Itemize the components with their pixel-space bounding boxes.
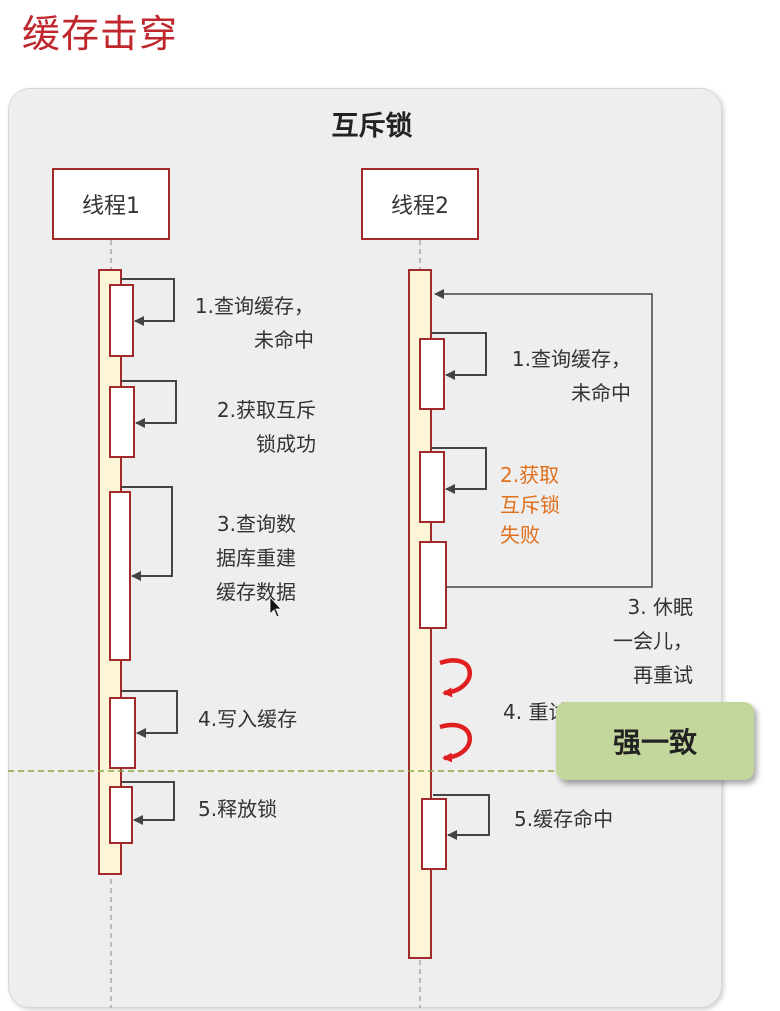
t1-step5-arrow bbox=[121, 781, 175, 825]
t2-retry-loop-arrow bbox=[434, 289, 653, 588]
t1-step4-label: 4.写入缓存 bbox=[198, 707, 298, 731]
t1-step2-label: 2.获取互斥锁成功 bbox=[216, 398, 316, 456]
t1-step2-arrow bbox=[121, 380, 177, 428]
t1-step3-label: 3.查询数据库重建缓存数据 bbox=[216, 512, 296, 604]
t2-step5-arrow bbox=[433, 794, 490, 840]
t2-step1-box bbox=[419, 338, 445, 410]
t2-step2-box bbox=[419, 451, 445, 523]
actor-thread-2: 线程2 bbox=[361, 168, 479, 240]
t1-step3-arrow bbox=[121, 486, 173, 581]
t1-step1-label: 1.查询缓存，未命中 bbox=[194, 294, 314, 352]
t1-step4-box bbox=[109, 697, 136, 769]
diagram-title: 互斥锁 bbox=[331, 111, 413, 142]
t1-step4-arrow bbox=[121, 690, 178, 738]
mouse-cursor-icon bbox=[269, 595, 282, 618]
t2-step3-label: 3. 休眠一会儿，再重试 bbox=[613, 595, 693, 687]
t1-step1-box bbox=[109, 284, 134, 357]
retry-curl-1 bbox=[439, 658, 472, 698]
actor-thread-1: 线程1 bbox=[52, 168, 170, 240]
t2-step3-box bbox=[419, 541, 447, 629]
t1-step2-box bbox=[109, 386, 135, 458]
t2-step5-label: 5.缓存命中 bbox=[514, 807, 614, 831]
retry-curl-2 bbox=[439, 722, 472, 763]
t1-step5-label: 5.释放锁 bbox=[198, 797, 278, 821]
t1-step5-box bbox=[109, 786, 133, 844]
t1-step3-box bbox=[109, 491, 131, 661]
t2-step1-arrow bbox=[431, 332, 487, 380]
t2-step5-box bbox=[421, 798, 447, 870]
t1-step1-arrow bbox=[121, 278, 175, 326]
strong-consistency-badge: 强一致 bbox=[556, 702, 754, 780]
t2-step2-label: 2.获取互斥锁失败 bbox=[500, 463, 560, 547]
page-title: 缓存击穿 bbox=[22, 12, 179, 56]
t2-step1-label: 1.查询缓存，未命中 bbox=[511, 347, 631, 405]
t2-step2-arrow bbox=[431, 447, 487, 494]
